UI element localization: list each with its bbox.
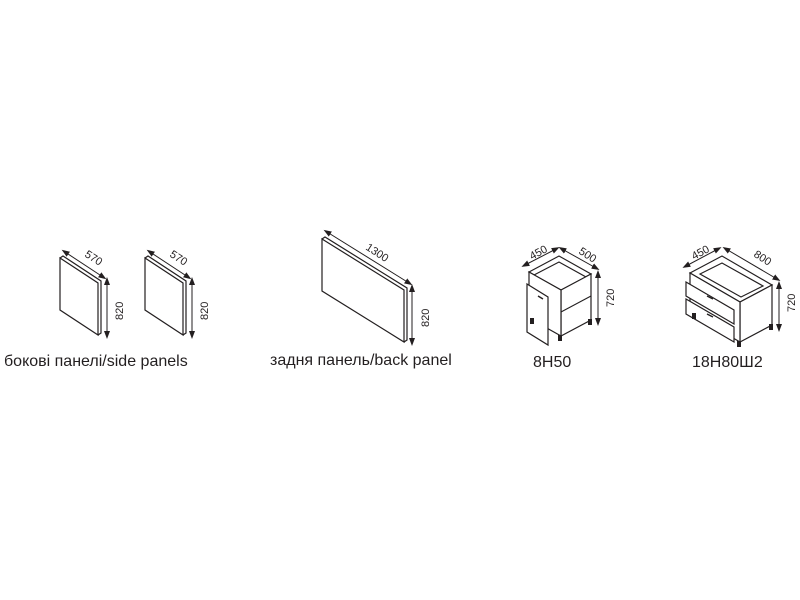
cabinet-1-height-label: 720 xyxy=(605,289,617,307)
cabinet-2-width-arrow xyxy=(722,246,781,282)
back-panel: 1300 820 xyxy=(321,229,432,346)
side-panel-2-depth-arrow xyxy=(146,249,192,280)
caption-side-panels: бокові панелі/side panels xyxy=(4,353,188,370)
side-panel-1: 570 820 xyxy=(59,248,126,339)
cabinet-1-depth-label: 450 xyxy=(528,243,550,262)
cabinet-2-depth-arrow xyxy=(682,247,722,268)
cabinet-18h80sh2: 450 800 720 xyxy=(682,243,798,347)
cabinet-1-leg-1 xyxy=(558,335,562,341)
cabinet-8h50: 450 500 720 xyxy=(521,243,617,347)
side-panel-1-height-label: 820 xyxy=(114,302,126,320)
cabinet-2-height-label: 720 xyxy=(786,294,798,312)
cabinet-1-leg-2 xyxy=(588,319,592,325)
caption-cabinet-8h50: 8Н50 xyxy=(533,354,571,371)
cabinet-1-shelf xyxy=(560,295,592,313)
cabinet-2-leg-1 xyxy=(737,341,741,347)
cabinet-1-width-arrow xyxy=(558,247,600,270)
cabinet-1-depth-arrow xyxy=(521,247,560,267)
cabinet-2-leg-3 xyxy=(692,313,696,319)
side-panel-1-depth-arrow xyxy=(61,249,107,280)
cabinet-2-drawer-2-handle[interactable] xyxy=(706,313,714,318)
side-panel-2-height-label: 820 xyxy=(199,302,211,320)
caption-cabinet-18h80sh2: 18Н80Ш2 xyxy=(692,354,763,371)
cabinet-2-drawer-1-handle[interactable] xyxy=(706,295,714,300)
cabinet-2-drawer-2[interactable] xyxy=(685,297,735,344)
back-panel-width-label: 1300 xyxy=(363,241,390,264)
side-panel-2: 570 820 xyxy=(144,248,211,339)
cabinet-1-door-handle[interactable] xyxy=(537,295,544,300)
cabinet-1-leg-3 xyxy=(530,318,534,324)
cabinet-2-drawer-1[interactable] xyxy=(685,280,735,326)
cabinet-2-depth-label: 450 xyxy=(690,243,712,262)
cabinet-2-leg-2 xyxy=(769,324,773,330)
caption-back-panel: задня панель/back panel xyxy=(270,352,452,369)
back-panel-width-arrow xyxy=(323,229,413,286)
cabinet-1-width-label: 500 xyxy=(576,245,598,265)
back-panel-height-label: 820 xyxy=(420,309,432,327)
